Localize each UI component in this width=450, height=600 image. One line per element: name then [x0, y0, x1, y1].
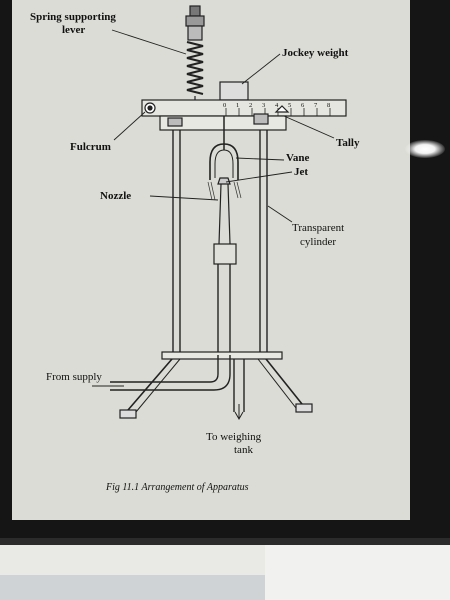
lower-display-panel [0, 575, 265, 600]
scale-tick-1: 1 [236, 102, 239, 109]
jockey-weight-block [219, 81, 249, 101]
top-screw-block [185, 15, 205, 27]
scale-tick-8: 8 [327, 102, 330, 109]
label-tank-2: tank [234, 444, 253, 456]
scale-tick-6: 6 [301, 102, 305, 109]
leader-jet [225, 171, 293, 183]
base-plate [161, 351, 283, 360]
leader-fulcrum [113, 111, 146, 141]
leg-left-inner [135, 358, 181, 413]
label-cylinder-1: Transparent [292, 222, 344, 234]
supply-inlet-bottom [110, 355, 231, 391]
top-plate-nut-right [253, 113, 269, 125]
tally-marker [274, 105, 290, 113]
vane-cup [209, 143, 239, 180]
leader-cylinder [267, 205, 293, 223]
leader-jockey [241, 53, 281, 85]
label-spring-2: lever [62, 24, 85, 36]
scale-tick-0: 0 [223, 102, 226, 109]
drain-arrow [234, 404, 244, 421]
leg-left [127, 358, 173, 411]
foot-left [119, 409, 137, 419]
label-nozzle: Nozzle [100, 190, 131, 202]
foot-right [295, 403, 313, 413]
top-screw-knob [189, 5, 201, 17]
leader-nozzle [149, 195, 219, 201]
label-supply: From supply [46, 371, 102, 383]
supply-inlet-top [110, 355, 219, 383]
leg-right [265, 358, 303, 405]
spring-housing [187, 25, 203, 41]
nozzle-body-right [227, 183, 231, 245]
scale-tick-7: 7 [314, 102, 318, 109]
scanned-page [12, 0, 410, 520]
label-jet: Jet [294, 166, 308, 178]
scale-tick-2: 2 [249, 102, 252, 109]
leader-spring [111, 29, 187, 55]
scale-tick-5: 5 [288, 102, 291, 109]
leader-vane [235, 157, 285, 161]
leader-tally [283, 115, 335, 139]
top-plate-nut-left [167, 117, 183, 127]
nozzle-coupling [213, 243, 237, 265]
lower-display-right-panel [265, 545, 450, 600]
screen-glare [405, 140, 445, 158]
nozzle-tip [217, 177, 231, 185]
nozzle-body-left [218, 183, 222, 245]
label-tank-1: To weighing [206, 431, 262, 443]
scale-tick-4: 4 [275, 102, 279, 109]
label-tally: Tally [336, 137, 360, 149]
figure-caption: Fig 11.1 Arrangement of Apparatus [105, 482, 249, 493]
leg-right-inner [257, 358, 297, 409]
label-jockey: Jockey weight [282, 47, 349, 59]
label-cylinder-2: cylinder [300, 236, 336, 248]
scale-tick-3: 3 [262, 102, 265, 109]
label-fulcrum: Fulcrum [70, 141, 111, 153]
vane-cup-inner [214, 149, 234, 178]
spring [186, 41, 204, 95]
label-spring-1: Spring supporting [30, 11, 116, 23]
label-vane: Vane [286, 152, 310, 164]
fulcrum-pin [147, 105, 153, 111]
